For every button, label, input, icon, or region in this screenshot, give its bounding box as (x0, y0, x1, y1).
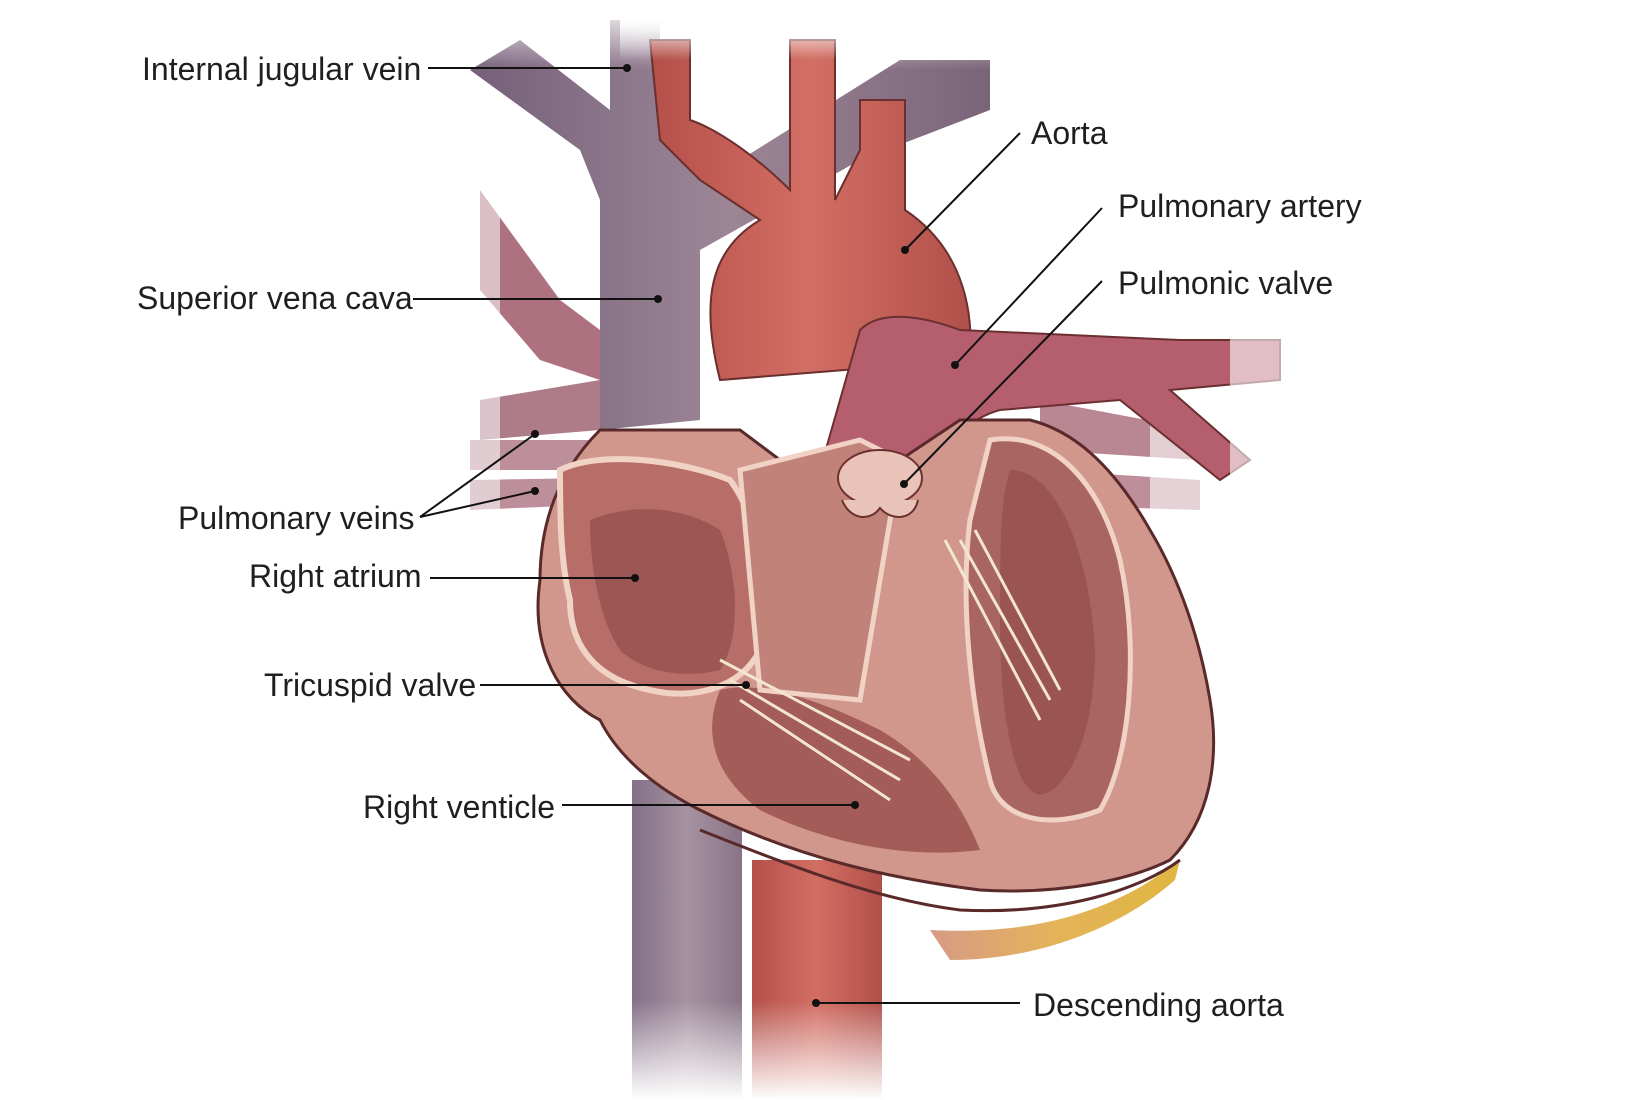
descending-aorta-shape (620, 780, 900, 1100)
label-internal-jugular-vein: Internal jugular vein (142, 51, 421, 87)
left-ventricle-shape (963, 436, 1133, 823)
chordae-tendineae (719, 529, 1062, 802)
pulmonary-veins-shape (440, 180, 600, 520)
pulmonic-valve-shape (837, 449, 923, 518)
label-right-venticle: Right venticle (363, 789, 555, 825)
label-descending-aorta: Descending aorta (1033, 987, 1284, 1023)
label-aorta: Aorta (1031, 115, 1108, 151)
label-pulmonary-artery: Pulmonary artery (1118, 188, 1362, 224)
label-right-atrium: Right atrium (249, 558, 422, 594)
label-superior-vena-cava: Superior vena cava (137, 280, 413, 316)
leader-lines (413, 64, 1103, 1007)
label-pulmonic-valve: Pulmonic valve (1118, 265, 1333, 301)
right-atrium-shape (556, 456, 767, 697)
label-pulmonary-veins: Pulmonary veins (178, 500, 415, 536)
aorta-shape (620, 20, 972, 382)
label-tricuspid-valve: Tricuspid valve (264, 667, 476, 703)
